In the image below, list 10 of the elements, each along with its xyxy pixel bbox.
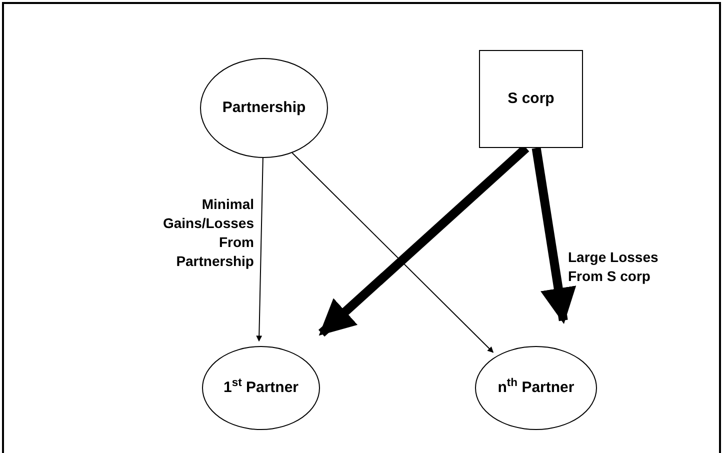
node-label: Partnership (222, 98, 306, 118)
process-box (479, 50, 583, 148)
arrow (256, 158, 264, 342)
edge-label: Large Losses From S corp (568, 248, 660, 286)
arrow (292, 152, 494, 353)
arrow (532, 147, 576, 324)
node-label: S corp (508, 88, 554, 109)
node-label: 1$^{st}$ Partner (223, 376, 299, 398)
node-label: n$^{th}$ Partner (498, 376, 574, 398)
edge-label: Minimal Gains/Losses From Partnership (162, 195, 254, 271)
